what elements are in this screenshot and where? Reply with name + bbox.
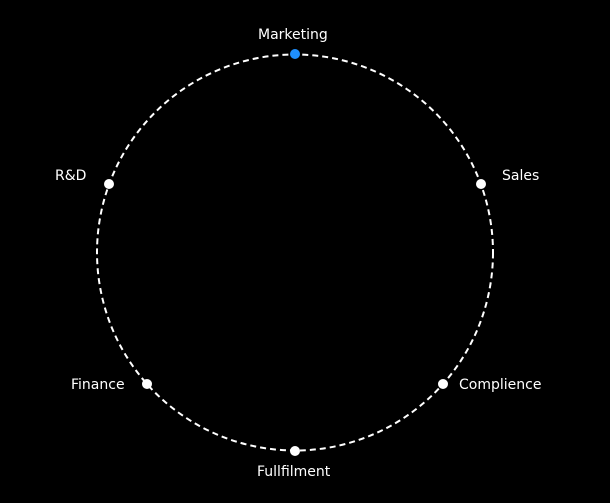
node-finance[interactable] — [142, 379, 152, 389]
cycle-ring — [96, 53, 494, 452]
label-rnd: R&D — [55, 168, 87, 184]
node-fullfilment[interactable] — [290, 446, 300, 456]
label-fullfilment: Fullfilment — [257, 464, 331, 480]
label-marketing: Marketing — [258, 27, 328, 43]
node-marketing[interactable] — [290, 49, 300, 59]
label-sales: Sales — [502, 168, 540, 184]
node-rnd[interactable] — [104, 179, 114, 189]
node-sales[interactable] — [476, 179, 486, 189]
label-complience: Complience — [459, 377, 542, 393]
node-complience[interactable] — [438, 379, 448, 389]
label-finance: Finance — [71, 377, 125, 393]
